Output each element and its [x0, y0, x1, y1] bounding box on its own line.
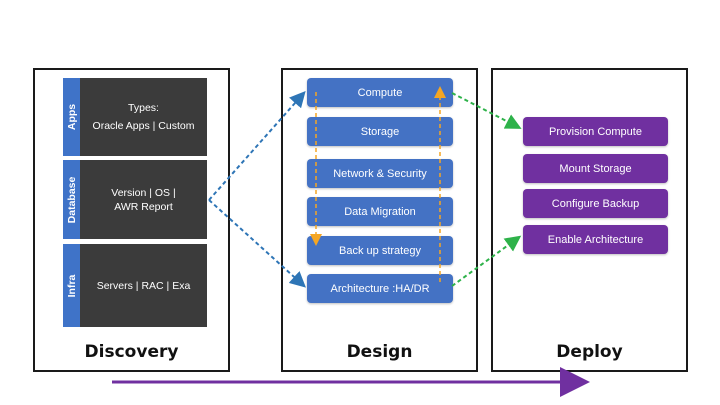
- apps-tab-label: Apps: [65, 103, 78, 131]
- deploy-box-enable-architecture: Enable Architecture: [523, 225, 668, 254]
- deploy-panel: Provision Compute Mount Storage Configur…: [491, 68, 688, 372]
- infra-tab-label: Infra: [65, 274, 78, 297]
- design-panel: Compute Storage Network & Security Data …: [281, 68, 478, 372]
- deploy-box-mount-storage: Mount Storage: [523, 154, 668, 183]
- deploy-title: Deploy: [556, 342, 623, 362]
- design-box-network-security: Network & Security: [307, 159, 453, 188]
- deploy-box-provision-compute: Provision Compute: [523, 117, 668, 146]
- design-box-compute: Compute: [307, 78, 453, 107]
- apps-body: Types: Oracle Apps | Custom: [80, 78, 207, 156]
- apps-tab: Apps: [63, 78, 80, 156]
- deploy-box-configure-backup: Configure Backup: [523, 189, 668, 218]
- design-box-architecture: Architecture :HA/DR: [307, 274, 453, 303]
- discovery-panel: Apps Types: Oracle Apps | Custom Databas…: [33, 68, 230, 372]
- discovery-title: Discovery: [84, 342, 179, 362]
- apps-line-2: Oracle Apps | Custom: [92, 120, 195, 132]
- database-body: Version | OS | AWR Report: [80, 160, 207, 239]
- infra-tab: Infra: [63, 244, 80, 327]
- design-box-backup-strategy: Back up strategy: [307, 236, 453, 265]
- design-box-storage: Storage: [307, 117, 453, 146]
- database-tab: Database: [63, 160, 80, 239]
- apps-line-1: Types:: [128, 102, 159, 114]
- infra-line-1: Servers | RAC | Exa: [96, 279, 191, 292]
- discovery-row-apps: Apps Types: Oracle Apps | Custom: [63, 78, 207, 156]
- database-tab-label: Database: [65, 176, 78, 223]
- database-line-2: AWR Report: [114, 200, 173, 213]
- infra-body: Servers | RAC | Exa: [80, 244, 207, 327]
- database-line-1: Version | OS |: [111, 186, 176, 199]
- discovery-row-database: Database Version | OS | AWR Report: [63, 160, 207, 239]
- design-box-data-migration: Data Migration: [307, 197, 453, 226]
- discovery-row-infra: Infra Servers | RAC | Exa: [63, 244, 207, 327]
- design-title: Design: [346, 342, 413, 362]
